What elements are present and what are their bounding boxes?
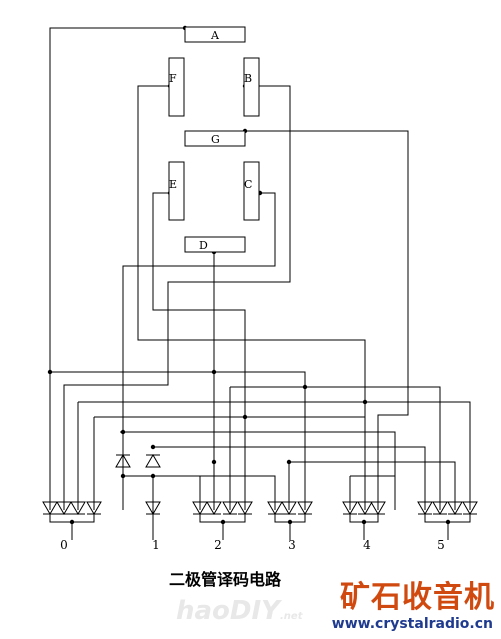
diode-bank-5 [417,501,478,540]
bus-9 [199,475,276,510]
bus-2 [229,386,441,510]
segment-b-label: B [244,72,252,85]
segment-g: G [184,130,246,147]
bus-3 [77,401,471,510]
digit-label-5: 5 [437,538,445,552]
junction-dot [120,473,126,479]
junction-dot [361,519,367,525]
segment-g-label: G [211,133,220,146]
diode [432,501,448,515]
wire-b [63,85,291,510]
segment-b: B [243,57,260,117]
wire-g [245,130,409,510]
site-logo-name: 矿石收音机 [340,580,495,615]
segment-a-label: A [210,29,220,42]
junction-dot [150,444,156,450]
junction-dot [120,429,126,435]
diode [56,501,72,515]
diode [357,501,373,515]
segment-f-label: F [169,72,177,85]
wire-f [137,85,366,510]
junction-dot [47,369,53,375]
watermark-main: haoDIY [176,596,280,626]
segment-e-label: E [169,178,177,191]
junction-dot [287,519,293,525]
diode [70,501,86,515]
diode-bank-2 [192,501,253,540]
diode [447,501,463,515]
diode [281,501,297,515]
segment-d: D [184,236,246,253]
bus-6 [120,431,396,510]
digit-1-diode [145,501,161,515]
junction-dot [302,384,308,390]
digit-label-3: 3 [288,538,296,552]
segment-d-label: D [199,239,208,252]
wire-a [49,27,185,510]
bus-1 [50,371,306,510]
wire-c [122,192,276,510]
segment-f: F [168,57,185,117]
junction-dot [150,473,156,479]
diode-bank-0 [42,501,102,540]
diode [222,501,238,515]
junction-dot [211,459,217,465]
isolation-diode [145,454,161,468]
site-logo-url: www.crystalradio.cn [331,616,493,632]
diode [206,501,222,515]
decoder-circuit-diagram: A F B G E C D 0 1 2 3 4 5 [42,25,478,552]
segment-e: E [168,161,185,221]
digit-label-0: 0 [60,538,68,552]
segment-a: A [184,26,246,43]
segment-c: C [243,161,260,221]
segment-c-label: C [244,178,252,191]
junction-dot [286,459,292,465]
junction-dot [362,399,368,405]
digit-label-2: 2 [214,538,222,552]
junction-dot [211,369,217,375]
junction-dot [242,414,248,420]
digit-label-4: 4 [363,538,371,552]
wire-e [152,192,246,510]
diode-bank-4 [342,501,386,540]
junction-dot [220,519,226,525]
diode-bank-3 [267,501,313,540]
isolation-diode [115,454,131,468]
bus-7 [153,446,426,510]
junction-dot [69,519,75,525]
diagram-caption: 二极管译码电路 [168,570,281,589]
bus-11 [349,475,395,510]
watermark-suffix: .net [280,611,303,622]
digit-label-1: 1 [152,538,160,552]
junction-dot [445,519,451,525]
haodiy-watermark: haoDIY.net [176,596,302,626]
